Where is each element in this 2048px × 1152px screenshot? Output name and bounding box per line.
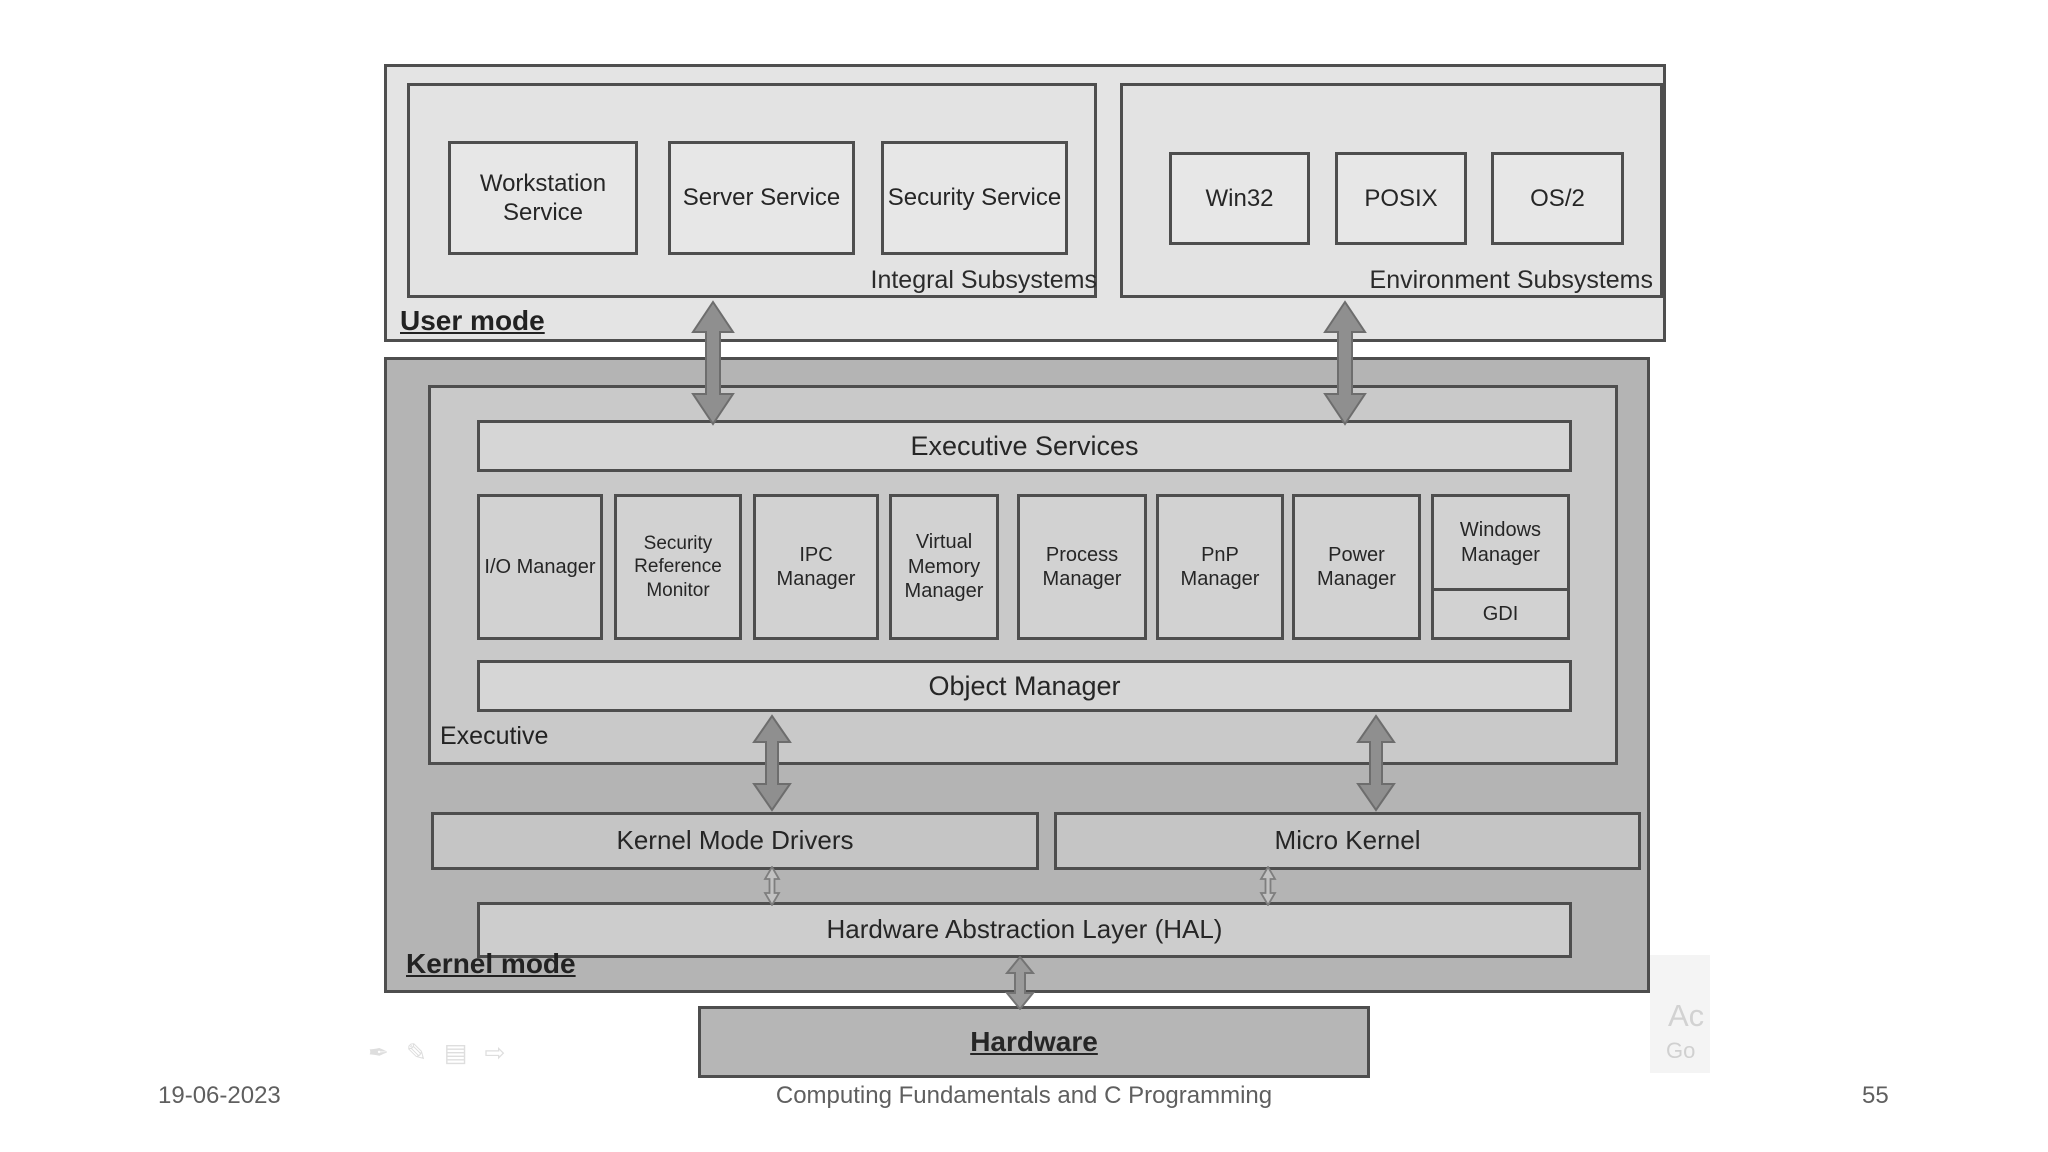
watermark-line1: Ac: [1668, 998, 1705, 1033]
integral-subsystems-label: Integral Subsystems: [870, 266, 1098, 294]
security-service-box: Security Service: [881, 141, 1068, 255]
process-manager-box: Process Manager: [1017, 494, 1147, 640]
pencil-icon[interactable]: ✎: [405, 1039, 427, 1067]
virtual-memory-manager-box: Virtual Memory Manager: [889, 494, 999, 640]
environment-subsystems-label: Environment Subsystems: [1369, 266, 1653, 294]
footer-page-number: 55: [1862, 1082, 1889, 1109]
pnp-manager-box: PnP Manager: [1156, 494, 1284, 640]
windows-manager-cell: Windows Manager: [1434, 497, 1567, 591]
io-manager-box: I/O Manager: [477, 494, 603, 640]
kernel-mode-drivers-box: Kernel Mode Drivers: [431, 812, 1039, 870]
gdi-cell: GDI: [1434, 591, 1567, 637]
forward-arrow-icon[interactable]: ⇨: [484, 1039, 506, 1067]
watermark-line2: Go: [1666, 1038, 1696, 1063]
windows-manager-gdi-box: Windows Manager GDI: [1431, 494, 1570, 640]
server-service-label: Server Service: [682, 184, 841, 212]
hardware-box: Hardware: [698, 1006, 1370, 1078]
ipc-manager-box: IPC Manager: [753, 494, 879, 640]
drivers-to-hal-arrow: [763, 866, 781, 906]
object-manager-label: Object Manager: [928, 670, 1121, 701]
gdi-label: GDI: [1482, 602, 1519, 625]
executive-services-label: Executive Services: [910, 430, 1139, 461]
user-to-kernel-arrow-left: [691, 300, 735, 426]
hal-bar: Hardware Abstraction Layer (HAL): [477, 902, 1572, 958]
footer-title: Computing Fundamentals and C Programming: [775, 1082, 1273, 1109]
micro-kernel-box: Micro Kernel: [1054, 812, 1641, 870]
security-service-label: Security Service: [887, 184, 1062, 212]
win32-label: Win32: [1205, 184, 1274, 212]
hardware-label: Hardware: [970, 1025, 1098, 1057]
posix-label: POSIX: [1364, 184, 1438, 212]
io-manager-label: I/O Manager: [484, 555, 596, 578]
pnp-manager-label: PnP Manager: [1180, 543, 1260, 590]
process-manager-label: Process Manager: [1042, 543, 1122, 590]
power-manager-box: Power Manager: [1292, 494, 1421, 640]
os2-label: OS/2: [1530, 184, 1585, 212]
security-reference-monitor-box: Security Reference Monitor: [614, 494, 742, 640]
windows-manager-label: Windows Manager: [1459, 519, 1542, 566]
win32-box: Win32: [1169, 152, 1310, 245]
virtual-memory-manager-label: Virtual Memory Manager: [904, 531, 984, 603]
hal-to-hardware-arrow: [1005, 956, 1035, 1010]
executive-label: Executive: [440, 722, 549, 750]
watermark-backdrop: [1650, 955, 1710, 1073]
slideshow-toolbar: ✒ ✎ ▤ ⇨: [368, 1038, 538, 1068]
posix-box: POSIX: [1335, 152, 1467, 245]
user-to-kernel-arrow-right: [1323, 300, 1367, 426]
os2-box: OS/2: [1491, 152, 1624, 245]
kernel-mode-label: Kernel mode: [406, 948, 576, 979]
power-manager-label: Power Manager: [1317, 543, 1396, 590]
executive-to-drivers-arrow: [752, 714, 792, 812]
object-manager-bar: Object Manager: [477, 660, 1572, 712]
executive-to-microkernel-arrow: [1356, 714, 1396, 812]
ipc-manager-label: IPC Manager: [776, 543, 856, 590]
server-service-box: Server Service: [668, 141, 855, 255]
workstation-service-box: Workstation Service: [448, 141, 638, 255]
annotate-pen-icon[interactable]: ✒: [368, 1039, 389, 1067]
hal-label: Hardware Abstraction Layer (HAL): [826, 914, 1223, 945]
notes-icon[interactable]: ▤: [443, 1039, 468, 1067]
micro-kernel-label: Micro Kernel: [1274, 825, 1421, 856]
workstation-service-label: Workstation Service: [479, 169, 607, 226]
footer-date: 19-06-2023: [158, 1082, 281, 1109]
security-reference-monitor-label: Security Reference Monitor: [634, 533, 722, 601]
user-mode-label: User mode: [400, 305, 545, 336]
executive-services-bar: Executive Services: [477, 420, 1572, 472]
kernel-mode-drivers-label: Kernel Mode Drivers: [616, 825, 854, 856]
microkernel-to-hal-arrow: [1259, 866, 1277, 906]
